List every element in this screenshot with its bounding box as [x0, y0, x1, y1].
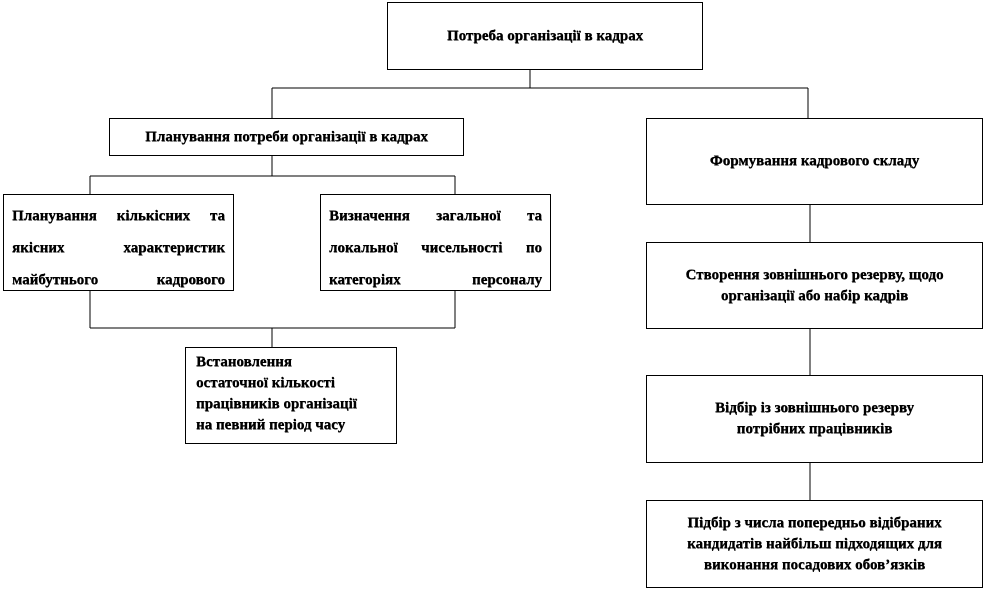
headcount-definition-line-2: локальної чисельності по — [329, 240, 542, 256]
reserve-selection-line-2: потрібних працівників — [736, 421, 893, 437]
final-headcount-box: Встановлення остаточної кількості праців… — [185, 347, 397, 444]
candidate-selection-box: Підбір з числа попередньо відібраних кан… — [646, 500, 983, 588]
external-reserve-box: Створення зовнішнього резерву, щодо орга… — [646, 242, 983, 329]
headcount-definition-line-1: Визначення загальної та — [329, 208, 542, 224]
reserve-selection-line-1: Відбір із зовнішнього резерву — [715, 400, 914, 416]
final-headcount-line-1: Встановлення — [196, 354, 292, 370]
candidate-selection-line-3: виконання посадових обов’язків — [703, 556, 926, 573]
final-headcount-line-2: остаточної кількості — [196, 375, 335, 391]
qualitative-planning-box: Планування кількісних та якісних характе… — [3, 194, 234, 291]
formation-box: Формування кадрового складу — [646, 118, 983, 205]
qualitative-planning-line-1: Планування кількісних та — [12, 208, 225, 224]
planning-box: Планування потреби організації в кадрах — [109, 118, 464, 156]
candidate-selection-line-2: кандидатів найбільш підходящих для — [687, 535, 942, 552]
qualitative-planning-line-3: майбутнього кадрового — [12, 272, 225, 288]
headcount-definition-line-3: категоріях персоналу — [329, 272, 542, 288]
root-label: Потреба організації в кадрах — [446, 27, 644, 44]
reserve-selection-box: Відбір із зовнішнього резерву потрібних … — [646, 375, 983, 463]
formation-label: Формування кадрового складу — [709, 153, 920, 169]
external-reserve-line-1: Створення зовнішнього резерву, щодо — [685, 266, 944, 283]
qualitative-planning-line-2: якісних характеристик — [12, 240, 225, 256]
planning-label: Планування потреби організації в кадрах — [145, 128, 428, 145]
external-reserve-line-2: організації або набір кадрів — [720, 287, 909, 304]
candidate-selection-line-1: Підбір з числа попередньо відібраних — [687, 514, 942, 531]
root-box: Потреба організації в кадрах — [387, 2, 703, 70]
headcount-definition-box: Визначення загальної та локальної чисель… — [320, 194, 551, 291]
final-headcount-line-3: працівників організації — [196, 396, 357, 412]
final-headcount-line-4: на певний період часу — [196, 417, 346, 433]
